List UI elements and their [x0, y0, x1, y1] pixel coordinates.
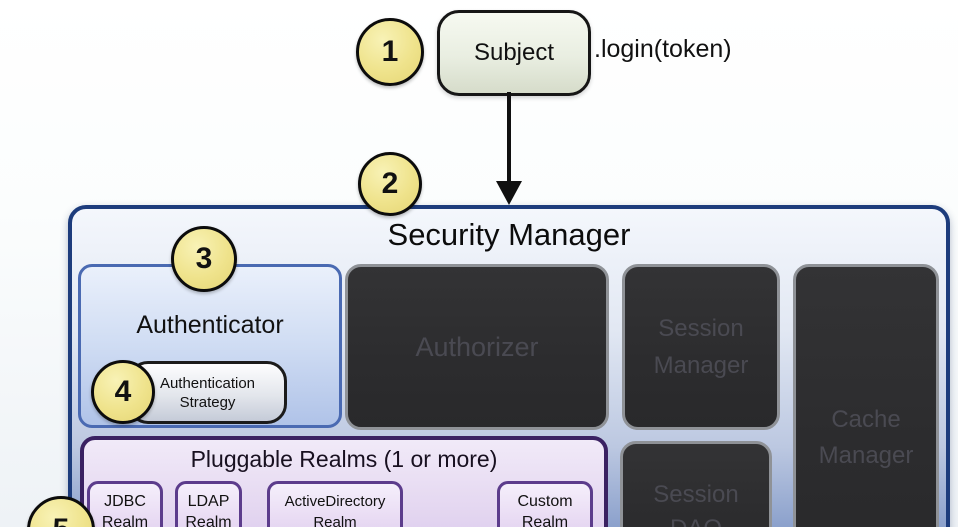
step-badge-2: 2 [358, 152, 422, 216]
session-dao-box: Session DAO [620, 441, 772, 527]
pluggable-realms-title: Pluggable Realms (1 or more) [190, 446, 498, 472]
step-badge-1: 1 [356, 18, 424, 86]
subject-label: Subject [473, 39, 555, 66]
subject-box: Subject [437, 10, 591, 96]
authorizer-box: Authorizer [345, 264, 609, 430]
realm-jdbc-line2: Realm [101, 514, 149, 527]
session-manager-box: Session Manager [622, 264, 780, 430]
session-manager-label-line1: Session [658, 315, 744, 342]
login-call-text: .login(token) [594, 35, 732, 63]
realm-box-activedirectory: ActiveDirectory Realm [267, 481, 403, 527]
realm-box-ldap: LDAP Realm [175, 481, 242, 527]
authorizer-label: Authorizer [415, 331, 539, 362]
cache-manager-label-line2: Manager [818, 442, 914, 469]
login-arrow-head-icon [496, 181, 522, 205]
realm-box-custom: Custom Realm [497, 481, 593, 527]
realm-custom-line2: Realm [521, 514, 569, 527]
step-badge-4: 4 [91, 360, 155, 424]
login-arrow-line [507, 92, 511, 186]
realm-custom-line1: Custom [517, 493, 573, 510]
security-manager-title: Security Manager [387, 217, 631, 252]
authentication-strategy-line2: Strategy [179, 393, 236, 411]
pluggable-realms-panel: Pluggable Realms (1 or more) JDBC Realm … [80, 436, 608, 527]
step-badge-3: 3 [171, 226, 237, 292]
cache-manager-box: Cache Manager [793, 264, 939, 527]
realm-jdbc-line1: JDBC [104, 493, 146, 510]
session-manager-label-line2: Manager [653, 352, 749, 379]
realm-ad-line2: Realm [313, 514, 357, 527]
authenticator-label: Authenticator [136, 311, 284, 339]
cache-manager-label-line1: Cache [831, 406, 901, 433]
realm-ldap-line2: Realm [185, 514, 232, 527]
session-dao-label-line1: Session [653, 481, 739, 508]
realm-ldap-line1: LDAP [187, 493, 230, 510]
session-dao-label-line2: DAO [670, 512, 722, 527]
security-manager-panel: Security Manager Authenticator Authentic… [68, 205, 950, 527]
realm-box-jdbc: JDBC Realm [87, 481, 163, 527]
authentication-strategy-line1: Authentication [159, 374, 256, 392]
realm-ad-line1: ActiveDirectory [284, 493, 386, 510]
